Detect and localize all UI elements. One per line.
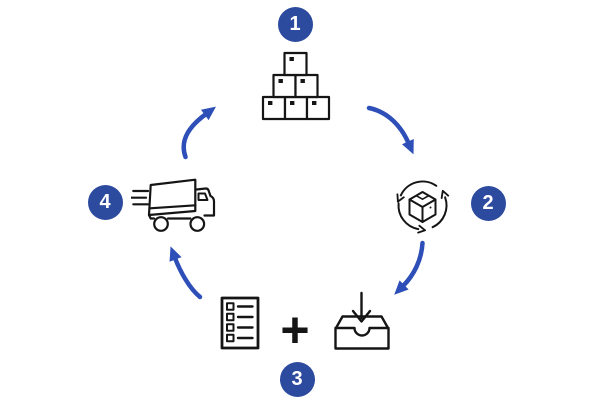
delivery-truck-icon: [131, 178, 216, 232]
truck-cab: [195, 187, 216, 217]
rear-wheel: [153, 216, 169, 232]
speed-lines: [131, 189, 150, 206]
arrow-3-to-4-icon: [169, 246, 203, 300]
package-cube: [408, 191, 437, 223]
inbox-receive-icon: [334, 291, 390, 350]
tray: [334, 315, 390, 350]
step-badge-2: 2: [470, 185, 506, 221]
step-number-1: 1: [289, 12, 301, 35]
arrow-4-to-1-icon: [181, 106, 216, 160]
arrow-2-to-3-icon: [394, 240, 425, 295]
cargo-box: [147, 178, 197, 217]
package-cycle-icon: [396, 180, 450, 234]
arrow-1-to-2-icon: [366, 105, 414, 155]
cycle-arcs: [396, 180, 450, 234]
checklist-icon: [220, 296, 260, 350]
box-pyramid: [261, 51, 331, 121]
step-number-4: 4: [99, 190, 111, 213]
cab-window: [197, 192, 209, 201]
step-badge-4: 4: [87, 184, 123, 220]
down-arrow: [351, 291, 372, 323]
front-wheel: [189, 216, 206, 232]
step-badge-1: 1: [277, 6, 313, 42]
step-number-2: 2: [482, 191, 494, 214]
plus-icon: +: [280, 302, 310, 358]
step-badge-3: 3: [279, 361, 315, 397]
checklist-rows: [226, 302, 254, 343]
step-number-3: 3: [291, 367, 303, 390]
stacked-boxes-icon: [261, 51, 331, 121]
chassis: [147, 213, 192, 220]
